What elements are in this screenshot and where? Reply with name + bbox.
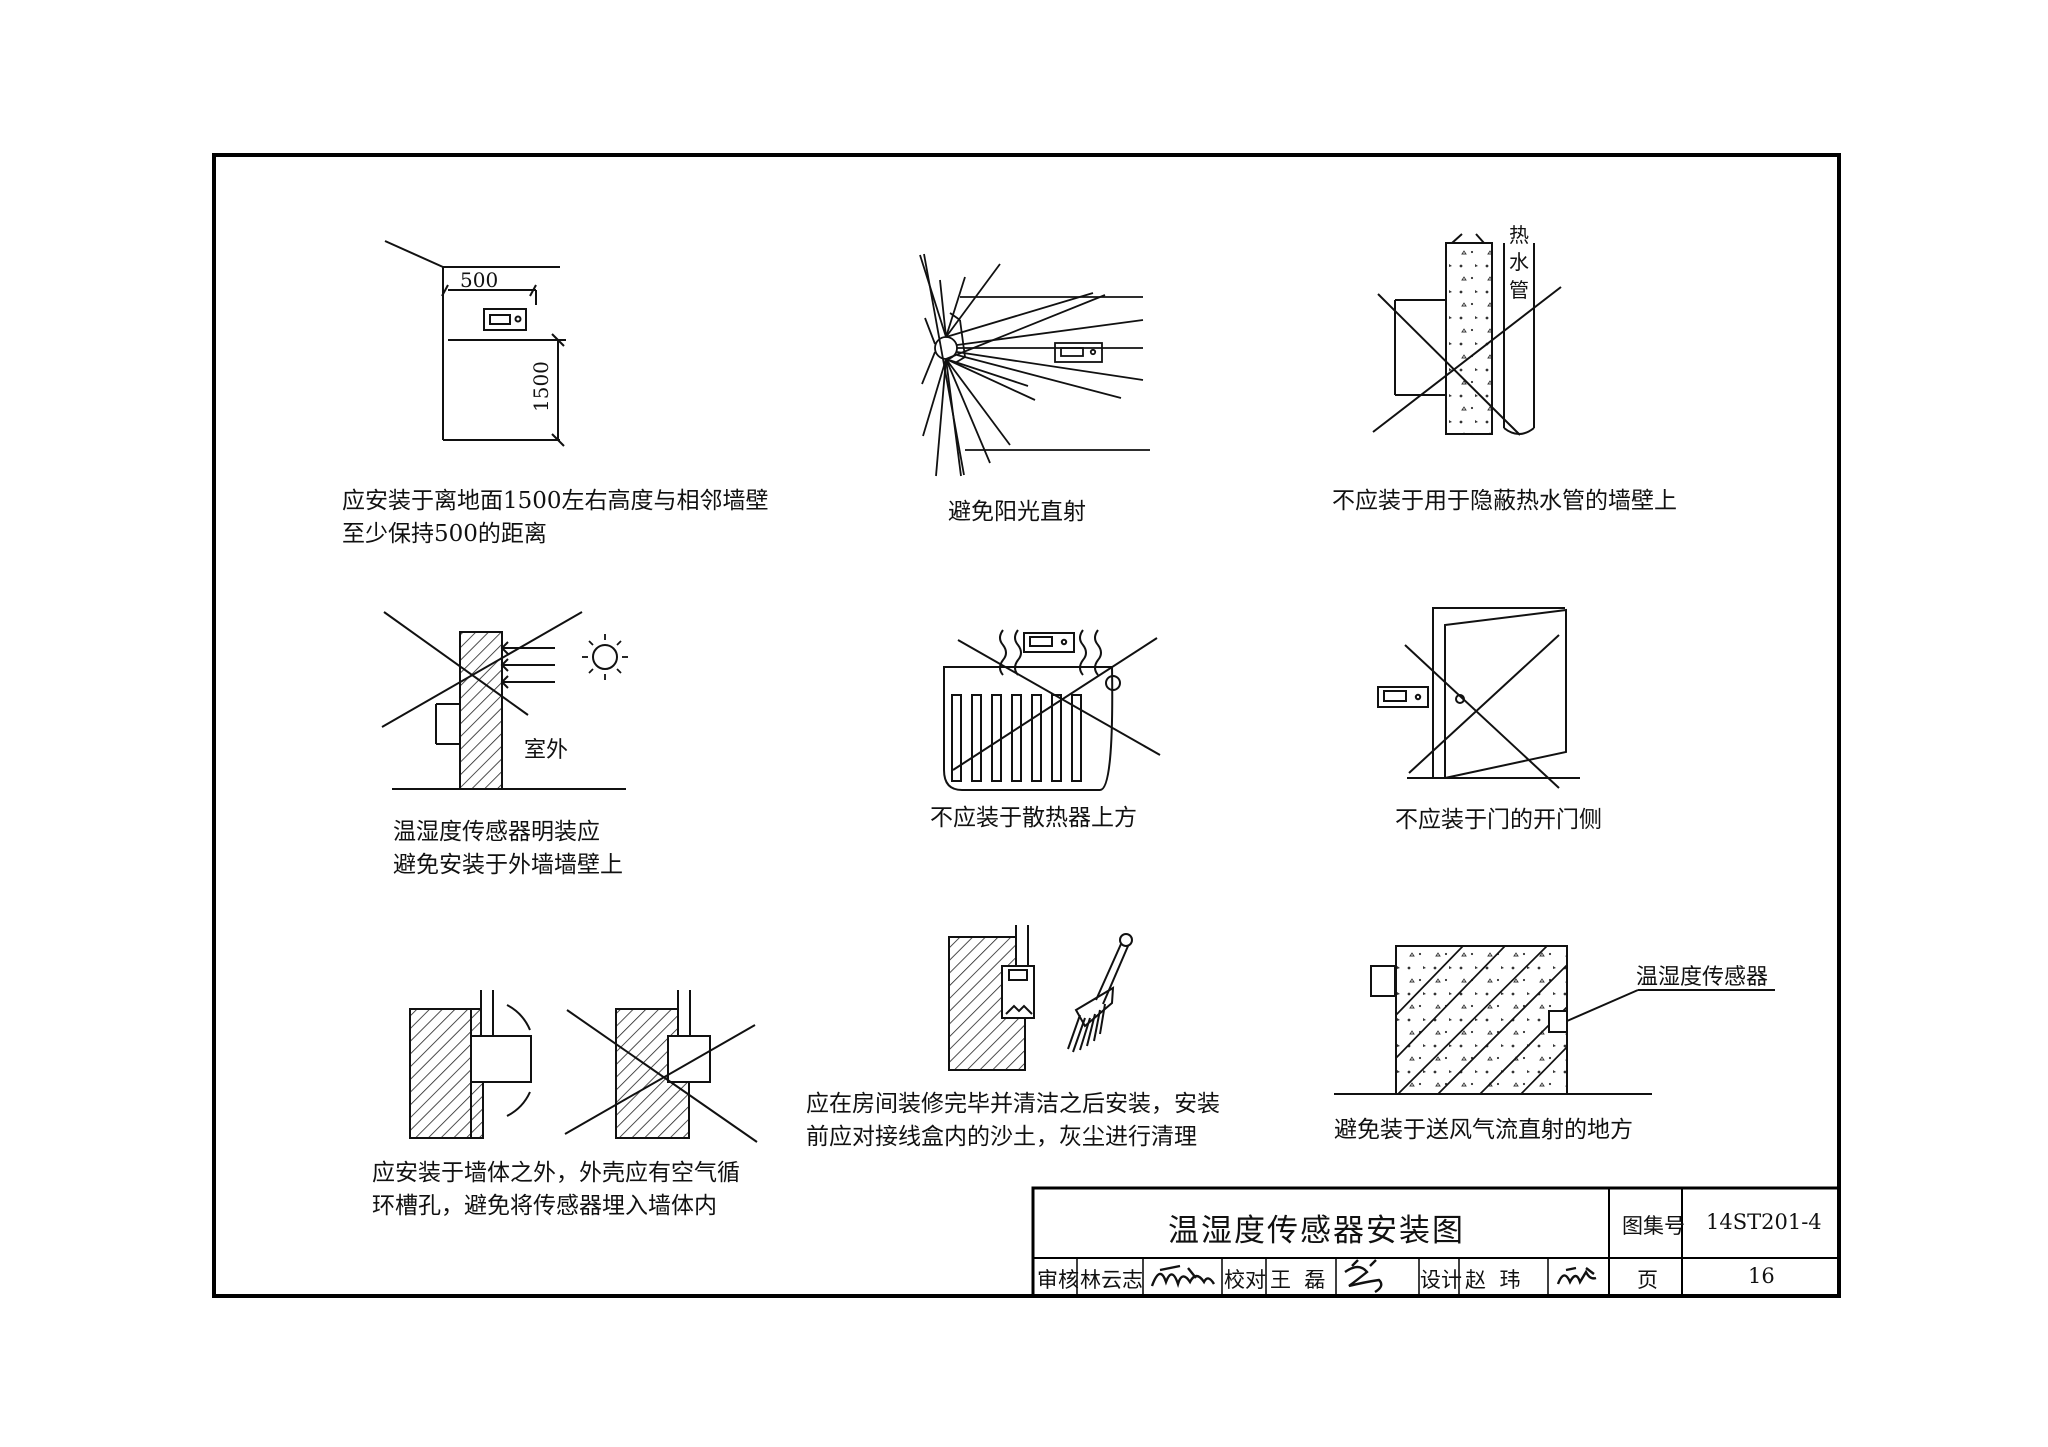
sheet-border	[212, 153, 1841, 1298]
caption-embedded-line-2: 环槽孔，避免将传感器埋入墙体内	[372, 1193, 717, 1219]
caption-cleaning-line-2: 前应对接线盒内的沙土，灰尘进行清理	[806, 1124, 1197, 1150]
signature-reviewer	[1150, 1264, 1216, 1289]
figure-exterior-wall	[381, 611, 628, 790]
figure-airflow	[1334, 945, 1775, 1095]
page-number: 16	[1748, 1264, 1775, 1288]
drawing-title: 温湿度传感器安装图	[1168, 1213, 1465, 1249]
designer-name: 赵 玮	[1465, 1268, 1521, 1292]
figure-hot-water-pipe	[1372, 233, 1562, 436]
atlas-number: 14ST201-4	[1706, 1210, 1822, 1234]
reviewer-name: 林云志	[1080, 1268, 1143, 1292]
signature-designer	[1556, 1266, 1597, 1285]
signature-checker	[1344, 1259, 1383, 1294]
caption-airflow: 避免装于送风气流直射的地方	[1334, 1117, 1633, 1143]
figure-door	[1377, 607, 1580, 789]
page-label: 页	[1637, 1268, 1658, 1292]
caption-exterior-wall-line-1: 温湿度传感器明装应	[393, 819, 600, 845]
caption-door: 不应装于门的开门侧	[1395, 807, 1602, 833]
review-label: 审核	[1037, 1268, 1079, 1292]
hot-water-pipe-label-3: 管	[1509, 278, 1529, 302]
caption-sunlight: 避免阳光直射	[948, 499, 1086, 525]
sensor-label: 温湿度传感器	[1636, 965, 1768, 990]
caption-hot-water-pipe: 不应装于用于隐蔽热水管的墙壁上	[1332, 488, 1677, 514]
dim-500-label: 500	[460, 268, 498, 292]
dim-1500-label: 1500	[529, 361, 553, 412]
atlas-number-label: 图集号	[1622, 1214, 1685, 1238]
caption-radiator: 不应装于散热器上方	[930, 805, 1137, 831]
design-label: 设计	[1420, 1268, 1462, 1292]
caption-embedded-line-1: 应安装于墙体之外，外壳应有空气循	[372, 1160, 740, 1186]
caption-height-distance-line-2: 至少保持500的距离	[342, 521, 547, 547]
check-label: 校对	[1224, 1268, 1266, 1292]
figure-sunlight	[919, 253, 1150, 477]
figure-radiator	[943, 629, 1161, 791]
hot-water-pipe-label-1: 热	[1509, 223, 1529, 247]
checker-name: 王 磊	[1270, 1268, 1326, 1292]
caption-cleaning-line-1: 应在房间装修完毕并清洁之后安装，安装	[806, 1091, 1220, 1117]
figure-embedded	[409, 990, 758, 1143]
figure-height-distance	[384, 240, 566, 447]
figure-cleaning	[948, 925, 1133, 1071]
outdoor-label: 室外	[524, 738, 568, 763]
caption-exterior-wall-line-2: 避免安装于外墙墙壁上	[393, 852, 623, 878]
hot-water-pipe-label-2: 水	[1509, 250, 1529, 274]
title-block-grid	[1031, 1186, 1841, 1298]
caption-height-distance-line-1: 应安装于离地面1500左右高度与相邻墙壁	[342, 488, 769, 514]
